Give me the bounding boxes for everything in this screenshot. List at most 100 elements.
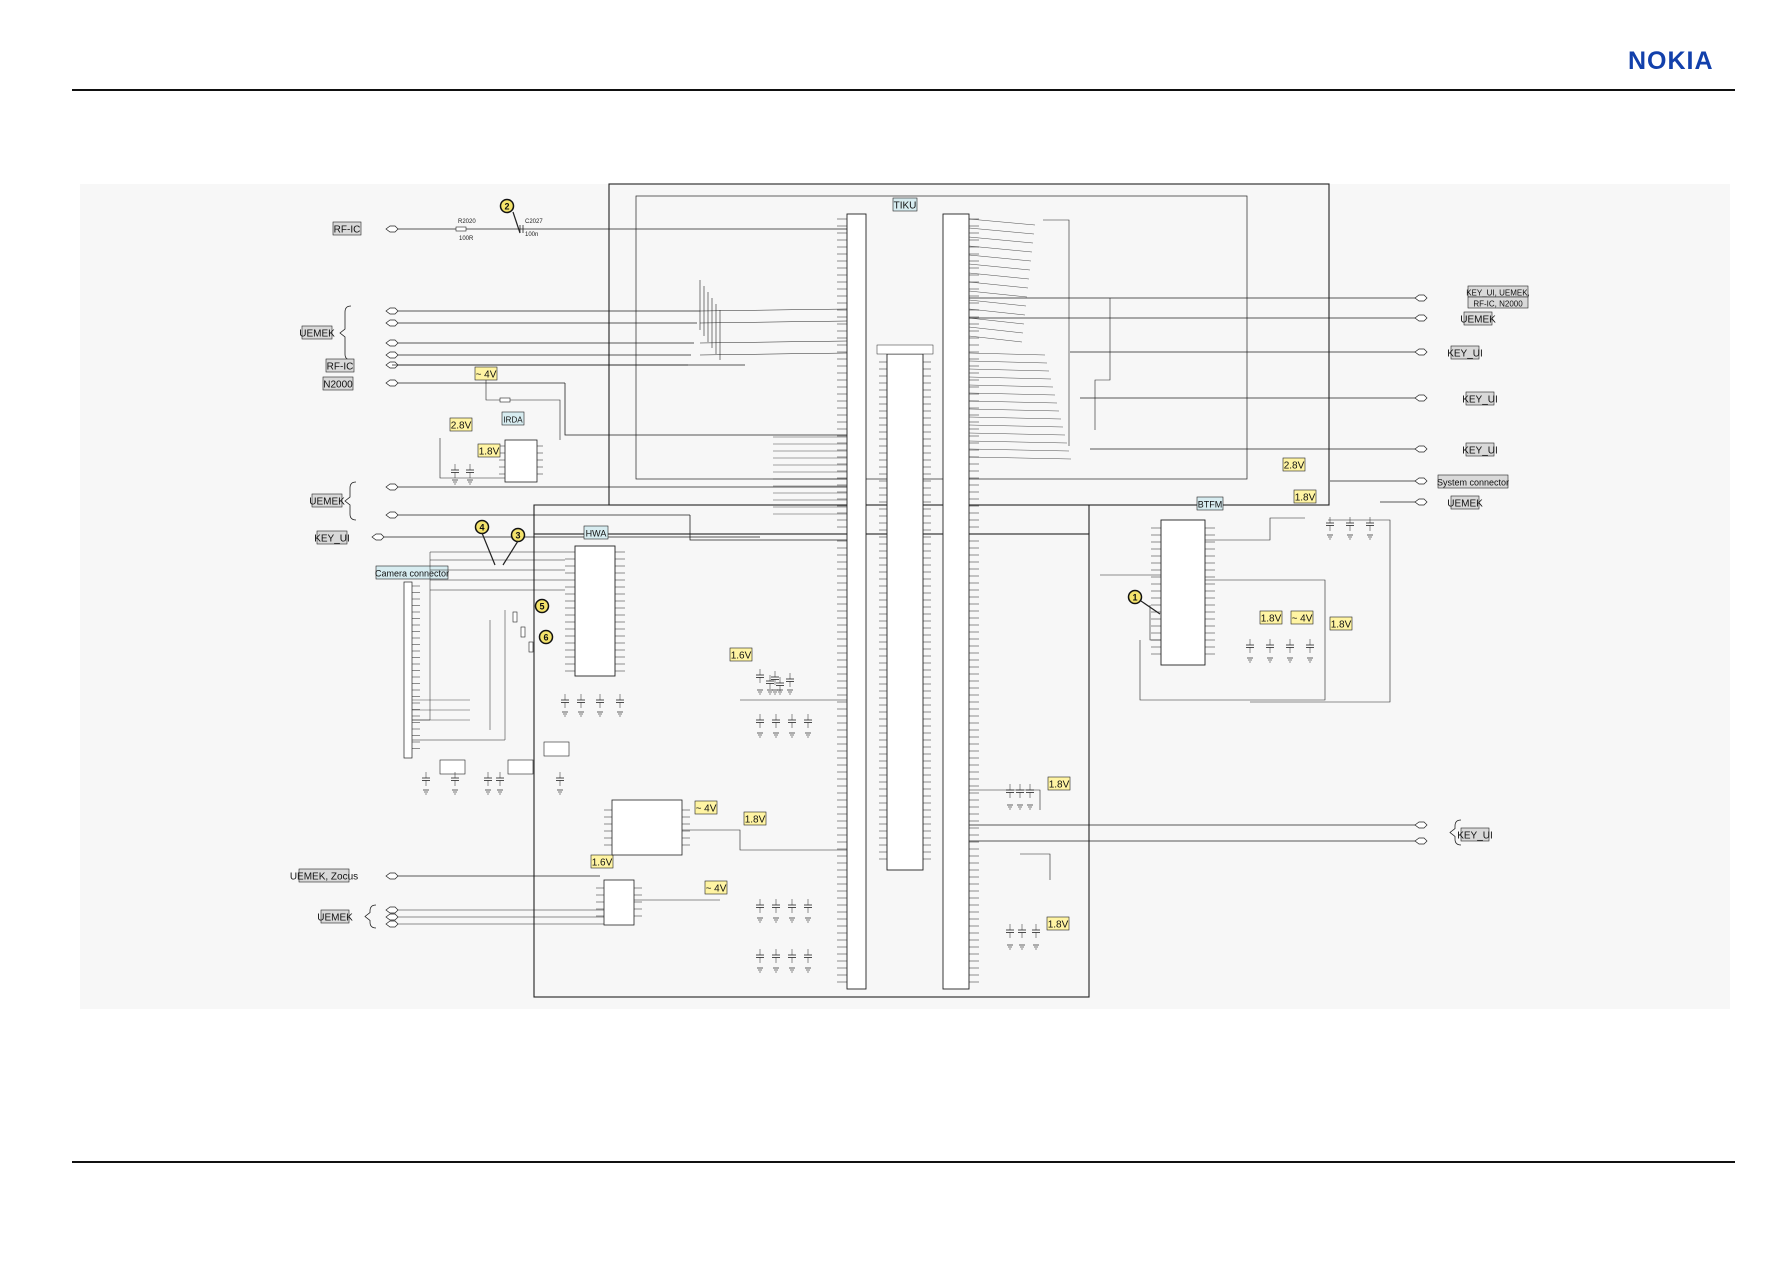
port-connector: [1414, 314, 1428, 322]
wire: [968, 384, 1054, 388]
port-connector: [1414, 348, 1428, 356]
label-voltage-18-bottom-box: [1046, 916, 1070, 931]
wire: [1094, 298, 1111, 430]
label-key-ui-uemek-1: KEY_UI, UEMEK,: [1466, 289, 1530, 298]
wire: [512, 211, 521, 234]
resistor: [455, 226, 467, 232]
port-connector: [1414, 445, 1428, 453]
wire: [1149, 605, 1161, 641]
wire: [689, 515, 847, 541]
port-connector: [1414, 477, 1428, 485]
label-voltage-irda-18: 1.8V: [479, 447, 500, 458]
camera-connector-pins: [403, 581, 413, 759]
nokia-logo: NOKIA: [1628, 47, 1714, 75]
block-hwa-box: [583, 525, 609, 540]
port-connector: [1414, 294, 1428, 302]
callout-marker: [538, 629, 554, 645]
label-voltage-18-btfm-a-box: [1259, 610, 1283, 625]
label-key-ui-r3-box: [1465, 442, 1495, 457]
label-voltage-4v-btfm: ~ 4V: [1292, 614, 1313, 625]
wire: [968, 376, 1052, 380]
label-uemek-btfm-box: [1450, 495, 1480, 510]
wire: [968, 360, 1048, 364]
label-voltage-4v-btfm-box: [1290, 610, 1314, 625]
port-connector: [385, 511, 399, 519]
label-key-ui-uemek-2: RF-IC, N2000: [1473, 300, 1523, 309]
wire: [968, 281, 1029, 289]
port-connector: [385, 913, 399, 921]
wire: [968, 392, 1056, 396]
label-key-ui-r3: KEY_UI: [1462, 446, 1498, 457]
wire: [699, 308, 848, 312]
wire: [1043, 219, 1070, 446]
regulator-b: [507, 759, 534, 775]
block-btfm-box: [1196, 496, 1224, 511]
regulator-ic-mid: [611, 799, 683, 856]
wire: [968, 263, 1031, 271]
label-uemek-left: UEMEK: [309, 497, 345, 508]
regulator-ic-low: [603, 879, 635, 926]
wire: [968, 254, 1032, 262]
wire: [968, 272, 1030, 280]
port-connector: [385, 379, 399, 387]
label-rf-ic-top: RF-IC: [334, 225, 361, 236]
wire: [968, 368, 1050, 372]
block-tiku: TIKU: [894, 201, 917, 212]
bus-brace: [1449, 819, 1462, 846]
wire: [699, 352, 848, 356]
wire: [682, 829, 847, 851]
label-rf-ic-mid-box: [325, 358, 355, 373]
wire: [485, 380, 561, 440]
label-uemek-bus: UEMEK: [299, 329, 335, 340]
wire: [1205, 517, 1305, 541]
resistor: [499, 397, 511, 403]
label-key-ui-r2: KEY_UI: [1462, 395, 1498, 406]
label-uemek-right-box: [1463, 311, 1493, 326]
label-voltage-28-btfm-box: [1282, 457, 1306, 472]
callout-number: 2: [504, 202, 509, 212]
label-key-ui-uemek-2-box: [1467, 296, 1529, 309]
callout-number: 1: [1132, 593, 1137, 603]
wire: [968, 227, 1035, 235]
label-voltage-18-btfm-b: 1.8V: [1331, 620, 1352, 631]
wire: [968, 290, 1028, 298]
resistor: [520, 626, 526, 638]
label-voltage-18-right-mem: 1.8V: [1049, 780, 1070, 791]
label-voltage-4v-low-box: [704, 880, 728, 895]
wire: [968, 400, 1058, 404]
callout-marker: [499, 198, 515, 214]
label-key-ui-bottom-right: KEY_UI: [1457, 831, 1493, 842]
main-ic-left-pins: [846, 213, 867, 990]
label-uemek-right: UEMEK: [1460, 315, 1496, 326]
label-voltage-16-low-box: [590, 854, 614, 869]
wire: [481, 532, 496, 566]
label-key-ui-r1-box: [1450, 345, 1480, 360]
cap-c2027-label: C2027: [525, 219, 543, 225]
resistor-r2020-label: R2020: [458, 219, 476, 225]
label-voltage-18-bottom: 1.8V: [1048, 920, 1069, 931]
port-connector: [1414, 394, 1428, 402]
memory-ic: [886, 353, 924, 871]
port-connector: [385, 307, 399, 315]
wire: [968, 432, 1066, 436]
wire: [1140, 600, 1161, 615]
label-uemek-left-box: [311, 493, 343, 508]
label-voltage-18-btfm-top: 1.8V: [1295, 493, 1316, 504]
label-uemek-btfm: UEMEK: [1447, 499, 1483, 510]
wire: [968, 408, 1060, 412]
callout-number: 6: [543, 633, 548, 643]
block-irda-box: [501, 411, 525, 426]
label-voltage-18-reg-box: [743, 811, 767, 826]
irda-ic: [504, 439, 538, 483]
label-key-ui-r2-box: [1465, 391, 1495, 406]
wire: [968, 326, 1024, 334]
wire: [439, 438, 505, 479]
label-system-connector-box: [1437, 474, 1509, 489]
callout-number: 5: [539, 602, 544, 612]
port-connector: [385, 351, 399, 359]
wire: [1020, 853, 1051, 880]
port-connector: [1414, 837, 1428, 845]
label-uemek-zocus: UEMEK, Zocus: [290, 872, 358, 883]
